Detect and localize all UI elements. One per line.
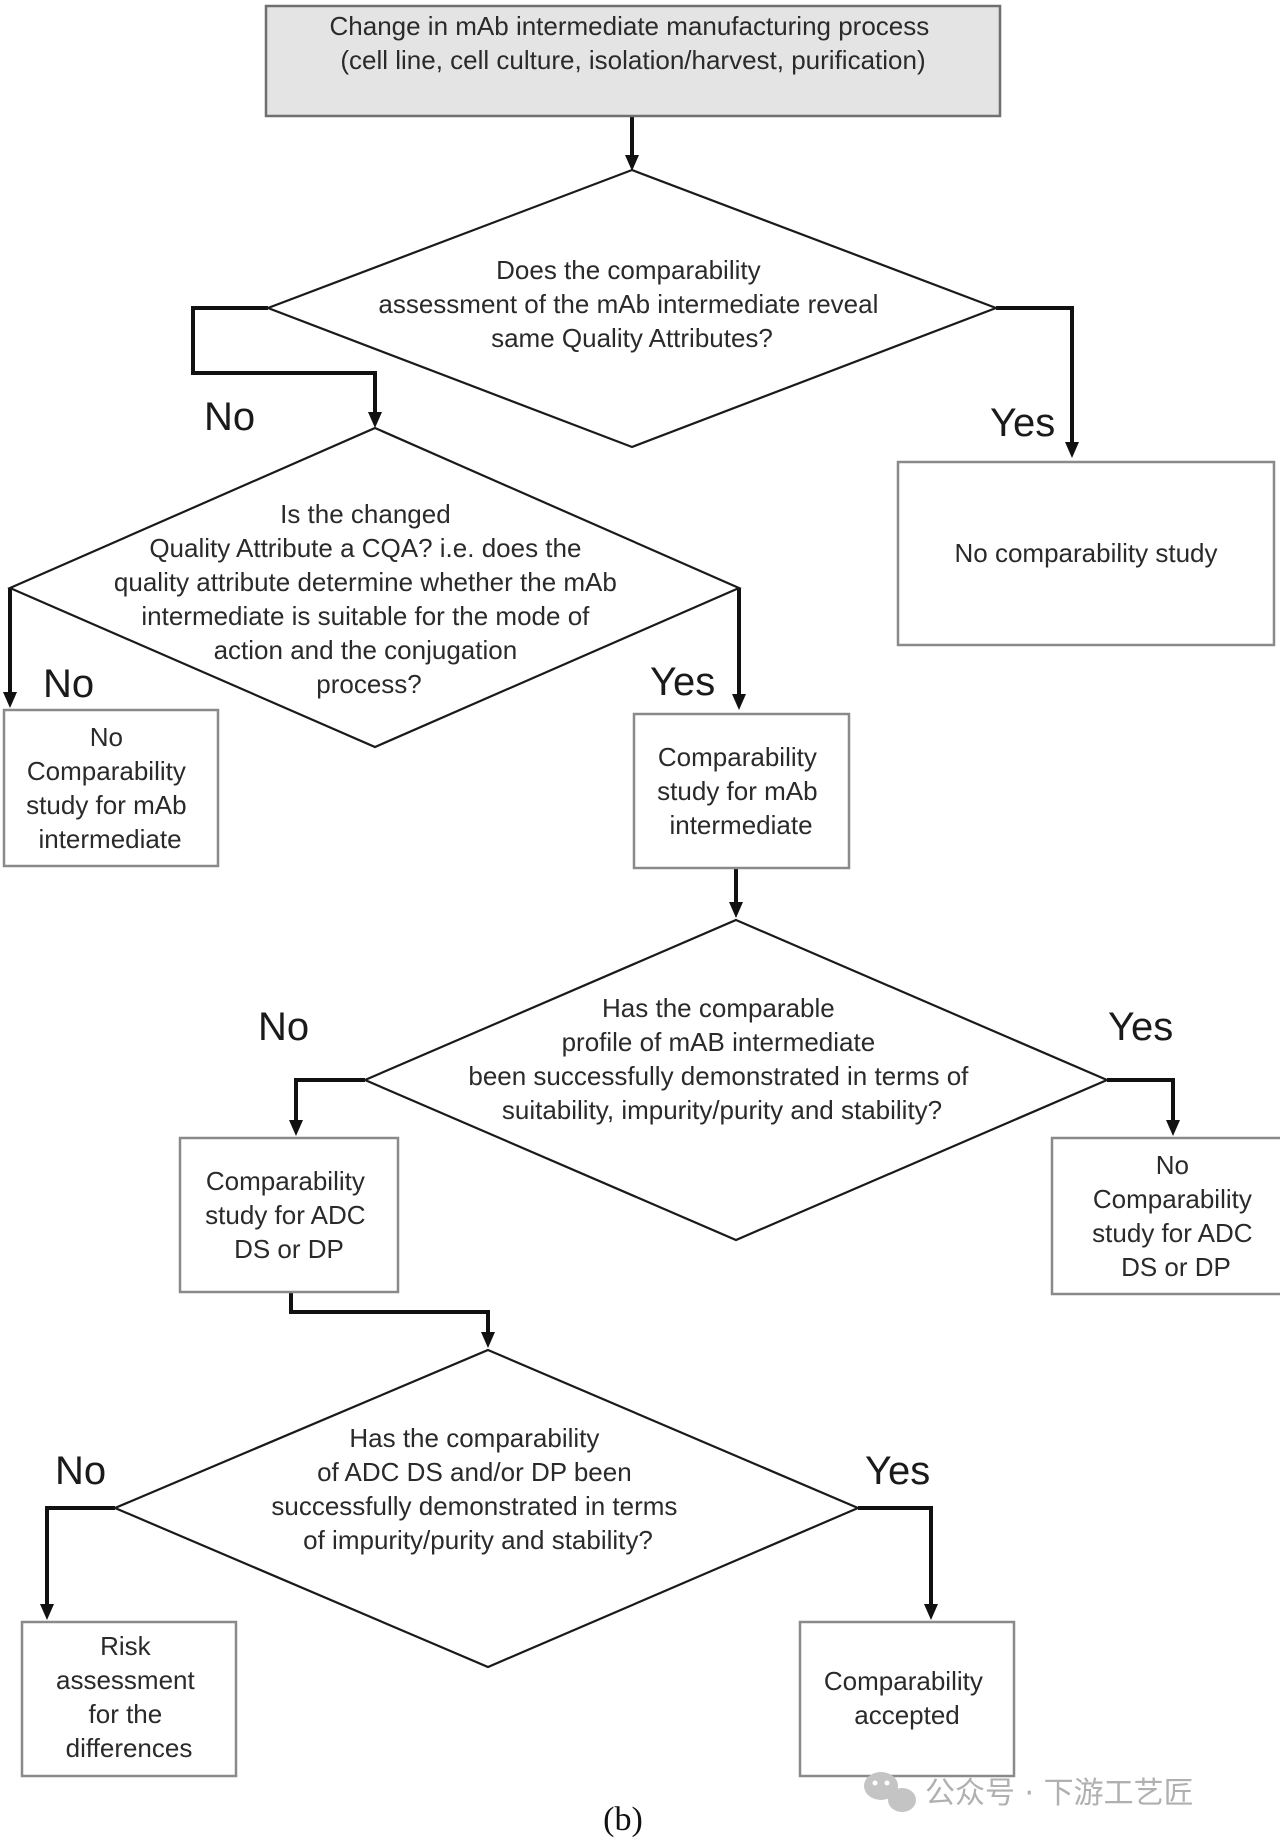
connector-quality-yes xyxy=(996,306,1074,442)
svg-text:Has the comparable profi: Has the comparable profile of mAB interm… xyxy=(468,993,975,1125)
svg-text:Change in mAb intermediate man: Change in mAb intermediate manufacturing… xyxy=(330,11,937,75)
start-line-2: (cell line, cell culture, isolation/harv… xyxy=(340,45,925,75)
connector-adc-no xyxy=(45,1506,115,1604)
branch-label-yes-2: Yes xyxy=(650,660,715,704)
comparability-study-mab-box: Comparability study for mAb intermediate xyxy=(632,712,851,870)
no-study-mab-line-1: No xyxy=(90,722,123,752)
no-study-adc-line-4: DS or DP xyxy=(1121,1252,1231,1282)
svg-text:Is the changed Quality A: Is the changed Quality Attribute a CQA? … xyxy=(114,499,624,699)
study-adc-line-2: study for ADC xyxy=(205,1200,365,1230)
decision-quality-line-1: Does the comparability xyxy=(496,255,760,285)
branch-label-yes-4: Yes xyxy=(865,1449,930,1493)
arrowhead xyxy=(1166,1120,1180,1136)
risk-assessment-box: Risk assessment for the differences xyxy=(20,1620,238,1778)
no-study-mab-line-3: study for mAb xyxy=(26,790,186,820)
decision-profile-line-3: been successfully demonstrated in terms … xyxy=(468,1061,969,1091)
decision-cqa-line-3: quality attribute determine whether the … xyxy=(114,567,617,597)
decision-profile-line-2: profile of mAB intermediate xyxy=(562,1027,876,1057)
study-adc-line-1: Comparability xyxy=(206,1166,365,1196)
branch-label-yes-3: Yes xyxy=(1108,1005,1173,1049)
branch-label-no-4: No xyxy=(55,1449,106,1493)
decision-adc-line-3: successfully demonstrated in terms xyxy=(271,1491,677,1521)
risk-line-1: Risk xyxy=(100,1631,152,1661)
decision-cqa-line-2: Quality Attribute a CQA? i.e. does the xyxy=(149,533,581,563)
comparability-study-adc-box: Comparability study for ADC DS or DP xyxy=(178,1136,400,1294)
figure-caption: (b) xyxy=(603,1801,643,1838)
no-comparability-study-box: No comparability study xyxy=(896,460,1276,647)
decision-cqa: Is the changed Quality Attribute a CQA? … xyxy=(7,426,742,749)
arrowhead xyxy=(368,412,382,428)
connector-study-adc-to-adc xyxy=(289,1292,490,1332)
no-study-mab-line-4: intermediate xyxy=(38,824,181,854)
svg-text:Comparability accepted: Comparability accepted xyxy=(824,1666,990,1730)
decision-adc-line-2: of ADC DS and/or DP been xyxy=(317,1457,632,1487)
accepted-line-2: accepted xyxy=(854,1700,960,1730)
study-mab-line-1: Comparability xyxy=(658,742,817,772)
connector-adc-yes xyxy=(858,1506,933,1604)
decision-profile-line-4: suitability, impurity/purity and stabili… xyxy=(502,1095,942,1125)
decision-quality-line-3: same Quality Attributes? xyxy=(491,323,773,353)
no-study-line-1: No comparability study xyxy=(955,538,1218,568)
svg-text:Risk assessment fo: Risk assessment for the differences xyxy=(56,1631,202,1763)
start-box: Change in mAb intermediate manufacturing… xyxy=(264,4,1002,118)
svg-text:Comparability study for: Comparability study for ADC DS or DP xyxy=(205,1166,373,1264)
no-study-adc-line-3: study for ADC xyxy=(1092,1218,1252,1248)
connector-quality-no xyxy=(191,306,377,412)
risk-line-3: for the xyxy=(89,1699,163,1729)
watermark-text: 公众号 · 下游工艺匠 xyxy=(925,1776,1194,1811)
svg-text:No Comparability s: No Comparability study for mAb intermedi… xyxy=(26,722,194,854)
study-adc-line-3: DS or DP xyxy=(234,1234,344,1264)
arrowhead xyxy=(40,1604,54,1620)
no-study-adc-line-1: No xyxy=(1156,1150,1189,1180)
decision-adc-line-4: of impurity/purity and stability? xyxy=(303,1525,653,1555)
decision-profile: Has the comparable profile of mAB interm… xyxy=(362,918,1110,1242)
study-mab-line-3: intermediate xyxy=(669,810,812,840)
risk-line-2: assessment xyxy=(56,1665,195,1695)
branch-label-no-2: No xyxy=(43,662,94,706)
svg-text:No comparability study: No comparability study xyxy=(955,538,1218,568)
branch-label-no-3: No xyxy=(258,1005,309,1049)
svg-text:Comparability study for: Comparability study for mAb intermediate xyxy=(657,742,825,840)
arrowhead xyxy=(1065,442,1079,458)
decision-adc: Has the comparability of ADC DS and/or D… xyxy=(112,1348,861,1669)
study-mab-line-2: study for mAb xyxy=(657,776,817,806)
arrowhead xyxy=(729,902,743,918)
svg-text:Has the comparability of: Has the comparability of ADC DS and/or D… xyxy=(271,1423,684,1555)
arrowhead xyxy=(625,155,639,171)
no-comparability-mab-box: No Comparability study for mAb intermedi… xyxy=(2,708,220,868)
no-comparability-adc-box: No Comparability study for ADC DS or DP xyxy=(1050,1136,1280,1296)
decision-quality-attributes: Does the comparability assessment of the… xyxy=(264,168,1000,449)
decision-cqa-line-6: process? xyxy=(316,669,422,699)
wechat-icon xyxy=(864,1772,916,1812)
risk-line-4: differences xyxy=(66,1733,193,1763)
arrowhead xyxy=(732,694,746,710)
decision-profile-line-1: Has the comparable xyxy=(602,993,835,1023)
branch-label-no-1: No xyxy=(204,395,255,439)
no-study-mab-line-2: Comparability xyxy=(27,756,186,786)
svg-text:Does the comparability a: Does the comparability assessment of the… xyxy=(378,255,885,353)
accepted-line-1: Comparability xyxy=(824,1666,983,1696)
comparability-accepted-box: Comparability accepted xyxy=(798,1620,1016,1778)
decision-adc-line-1: Has the comparability xyxy=(349,1423,599,1453)
arrowhead xyxy=(289,1120,303,1136)
decision-quality-line-2: assessment of the mAb intermediate revea… xyxy=(378,289,878,319)
connector-profile-yes xyxy=(1107,1078,1175,1120)
branch-label-yes-1: Yes xyxy=(990,401,1055,445)
start-line-1: Change in mAb intermediate manufacturing… xyxy=(330,11,930,41)
connector-profile-no xyxy=(294,1078,365,1120)
svg-text:No Comparability s: No Comparability study for ADC DS or DP xyxy=(1092,1150,1260,1282)
decision-cqa-line-1: Is the changed xyxy=(280,499,451,529)
decision-cqa-line-4: intermediate is suitable for the mode of xyxy=(141,601,590,631)
no-study-adc-line-2: Comparability xyxy=(1093,1184,1252,1214)
decision-cqa-line-5: action and the conjugation xyxy=(214,635,518,665)
arrowhead xyxy=(924,1604,938,1620)
arrowhead xyxy=(481,1332,495,1348)
arrowhead xyxy=(3,692,17,708)
